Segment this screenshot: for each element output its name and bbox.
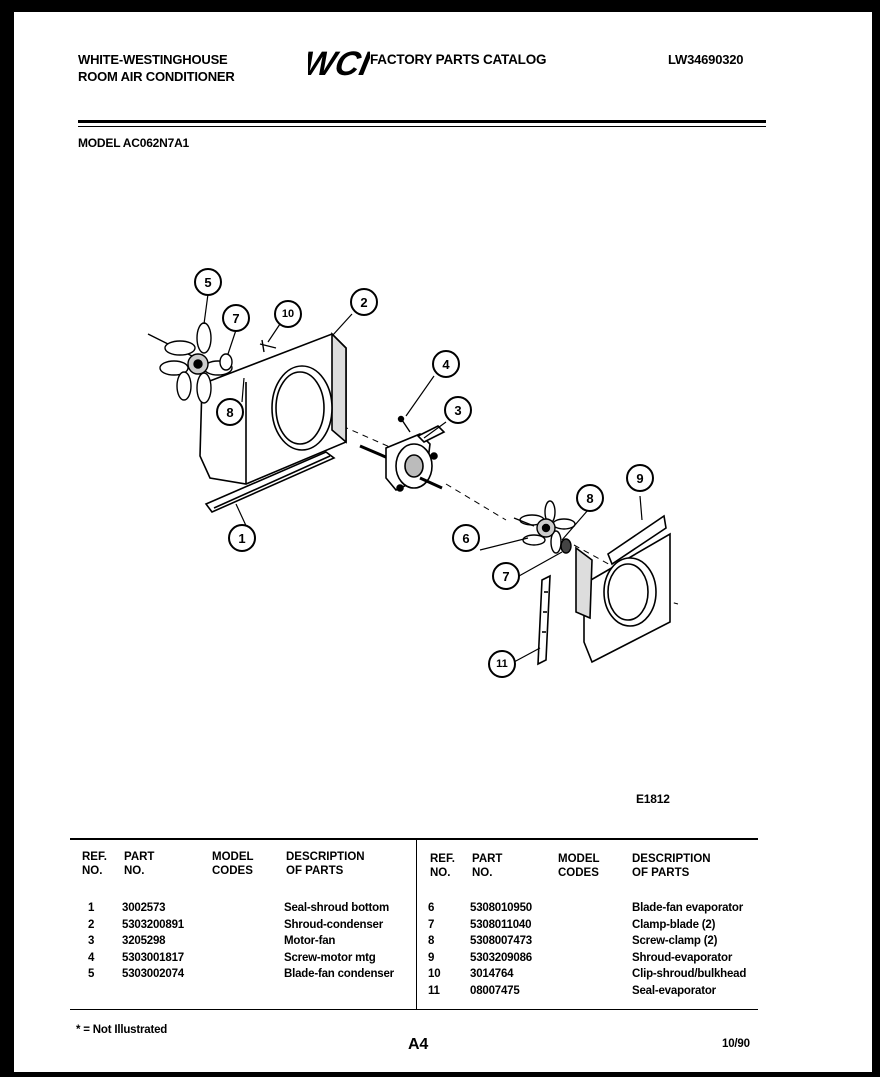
header-model-r: MODEL (558, 853, 600, 865)
header-rule-thin (78, 126, 766, 127)
header-ref-r: REF. (430, 853, 455, 865)
table-bottom-rule (70, 1009, 758, 1010)
catalog-title: FACTORY PARTS CATALOG (370, 52, 547, 67)
seal-evaporator-part (537, 574, 551, 666)
exploded-parts-diagram (147, 293, 679, 666)
catalog-page: WHITE-WESTINGHOUSE ROOM AIR CONDITIONER … (14, 12, 872, 1072)
table-cell-part: 3014764 (470, 968, 514, 980)
header-model-r-2: CODES (558, 867, 599, 879)
wci-logo: WCI (299, 42, 374, 87)
callout-4: 4 (432, 350, 460, 378)
callout-10: 10 (274, 300, 302, 328)
page-number: A4 (408, 1036, 429, 1053)
table-cell-desc: Shroud-evaporator (632, 951, 733, 964)
callout-3: 3 (444, 396, 472, 424)
header-desc: DESCRIPTION (286, 851, 365, 863)
left-part-column: 3002573 5303200891 3205298 5303001817 530300… (122, 900, 184, 983)
header-ref-2: NO. (82, 865, 103, 877)
figure-code: E1812 (636, 792, 670, 806)
header-part-2: NO. (124, 865, 145, 877)
table-cell-part: 5308011040 (470, 918, 532, 931)
footnote: * = Not Illustrated (76, 1024, 168, 1036)
table-cell-ref: 9 (428, 951, 435, 964)
right-ref-column: 6 7 8 9 10 11 (428, 900, 441, 999)
table-cell-desc: Screw-clamp (2) (632, 935, 718, 947)
callout-11: 11 (488, 650, 516, 678)
callout-8: 8 (216, 398, 244, 426)
table-cell-ref: 3 (88, 935, 95, 947)
table-cell-ref: 7 (428, 918, 435, 931)
svg-text:WCI: WCI (308, 45, 370, 82)
callout-7: 7 (222, 304, 250, 332)
table-cell-ref: 1 (88, 902, 95, 914)
screw-motor-mtg-part (397, 415, 411, 433)
header-part: PART (124, 851, 155, 863)
callout-7: 7 (492, 562, 520, 590)
brand-line-2: ROOM AIR CONDITIONER (78, 69, 235, 84)
table-cell-part: 3205298 (122, 935, 166, 947)
table-cell-part: 3002573 (122, 902, 166, 914)
header-part-r: PART (472, 853, 503, 865)
table-cell-part: 5308010950 (470, 902, 532, 914)
table-cell-part: 5303002074 (122, 968, 184, 980)
table-cell-part: 5303001817 (122, 951, 184, 964)
header-part-r-2: NO. (472, 867, 493, 879)
callout-5: 5 (194, 268, 222, 296)
callout-1: 1 (228, 524, 256, 552)
revision-date: 10/90 (722, 1038, 750, 1050)
header-desc-r: DESCRIPTION (632, 853, 711, 865)
callout-6: 6 (452, 524, 480, 552)
left-ref-column: 1 2 3 4 5 (88, 900, 94, 983)
table-cell-ref: 10 (428, 968, 441, 980)
header-ref-r-2: NO. (430, 867, 451, 879)
table-cell-part: 5303200891 (122, 918, 184, 931)
table-cell-desc: Seal-shroud bottom (284, 902, 390, 914)
blade-fan-evaporator-part (513, 500, 576, 554)
callout-2: 2 (350, 288, 378, 316)
header-desc-2: OF PARTS (286, 865, 344, 877)
table-cell-desc: Seal-evaporator (632, 984, 716, 997)
header-desc-r-2: OF PARTS (632, 867, 690, 879)
table-cell-ref: 6 (428, 902, 435, 914)
header-rule-thick (78, 120, 766, 123)
catalog-number: LW34690320 (668, 52, 744, 67)
table-cell-desc: Screw-motor mtg (284, 951, 376, 964)
table-cell-desc: Clip-shroud/bulkhead (632, 968, 747, 980)
motor-fan-part (359, 425, 446, 492)
table-cell-ref: 2 (88, 918, 95, 931)
table-cell-desc: Shroud-condenser (284, 918, 384, 931)
table-divider (416, 838, 417, 1010)
table-cell-ref: 11 (428, 984, 440, 997)
table-cell-ref: 8 (428, 935, 435, 947)
table-cell-part: 5303209086 (470, 951, 532, 964)
table-top-rule (70, 838, 758, 840)
callout-8: 8 (576, 484, 604, 512)
shroud-evaporator-part (575, 514, 671, 664)
table-cell-part: 08007475 (470, 984, 520, 997)
table-cell-ref: 5 (88, 968, 95, 980)
header-model-2: CODES (212, 865, 253, 877)
shroud-condenser-part (199, 332, 347, 485)
model-label: MODEL AC062N7A1 (78, 136, 190, 150)
table-cell-ref: 4 (88, 951, 95, 964)
brand-line-1: WHITE-WESTINGHOUSE (78, 52, 228, 67)
right-part-column: 5308010950 5308011040 5308007473 5303209086… (470, 900, 532, 999)
table-cell-desc: Clamp-blade (2) (632, 918, 716, 931)
seal-shroud-bottom-part (204, 451, 336, 513)
header-ref: REF. (82, 851, 107, 863)
table-cell-desc: Blade-fan condenser (284, 968, 394, 980)
table-cell-desc: Motor-fan (284, 935, 336, 947)
callout-9: 9 (626, 464, 654, 492)
table-cell-desc: Blade-fan evaporator (632, 902, 744, 914)
header-model: MODEL (212, 851, 254, 863)
table-cell-part: 5308007473 (470, 935, 532, 947)
